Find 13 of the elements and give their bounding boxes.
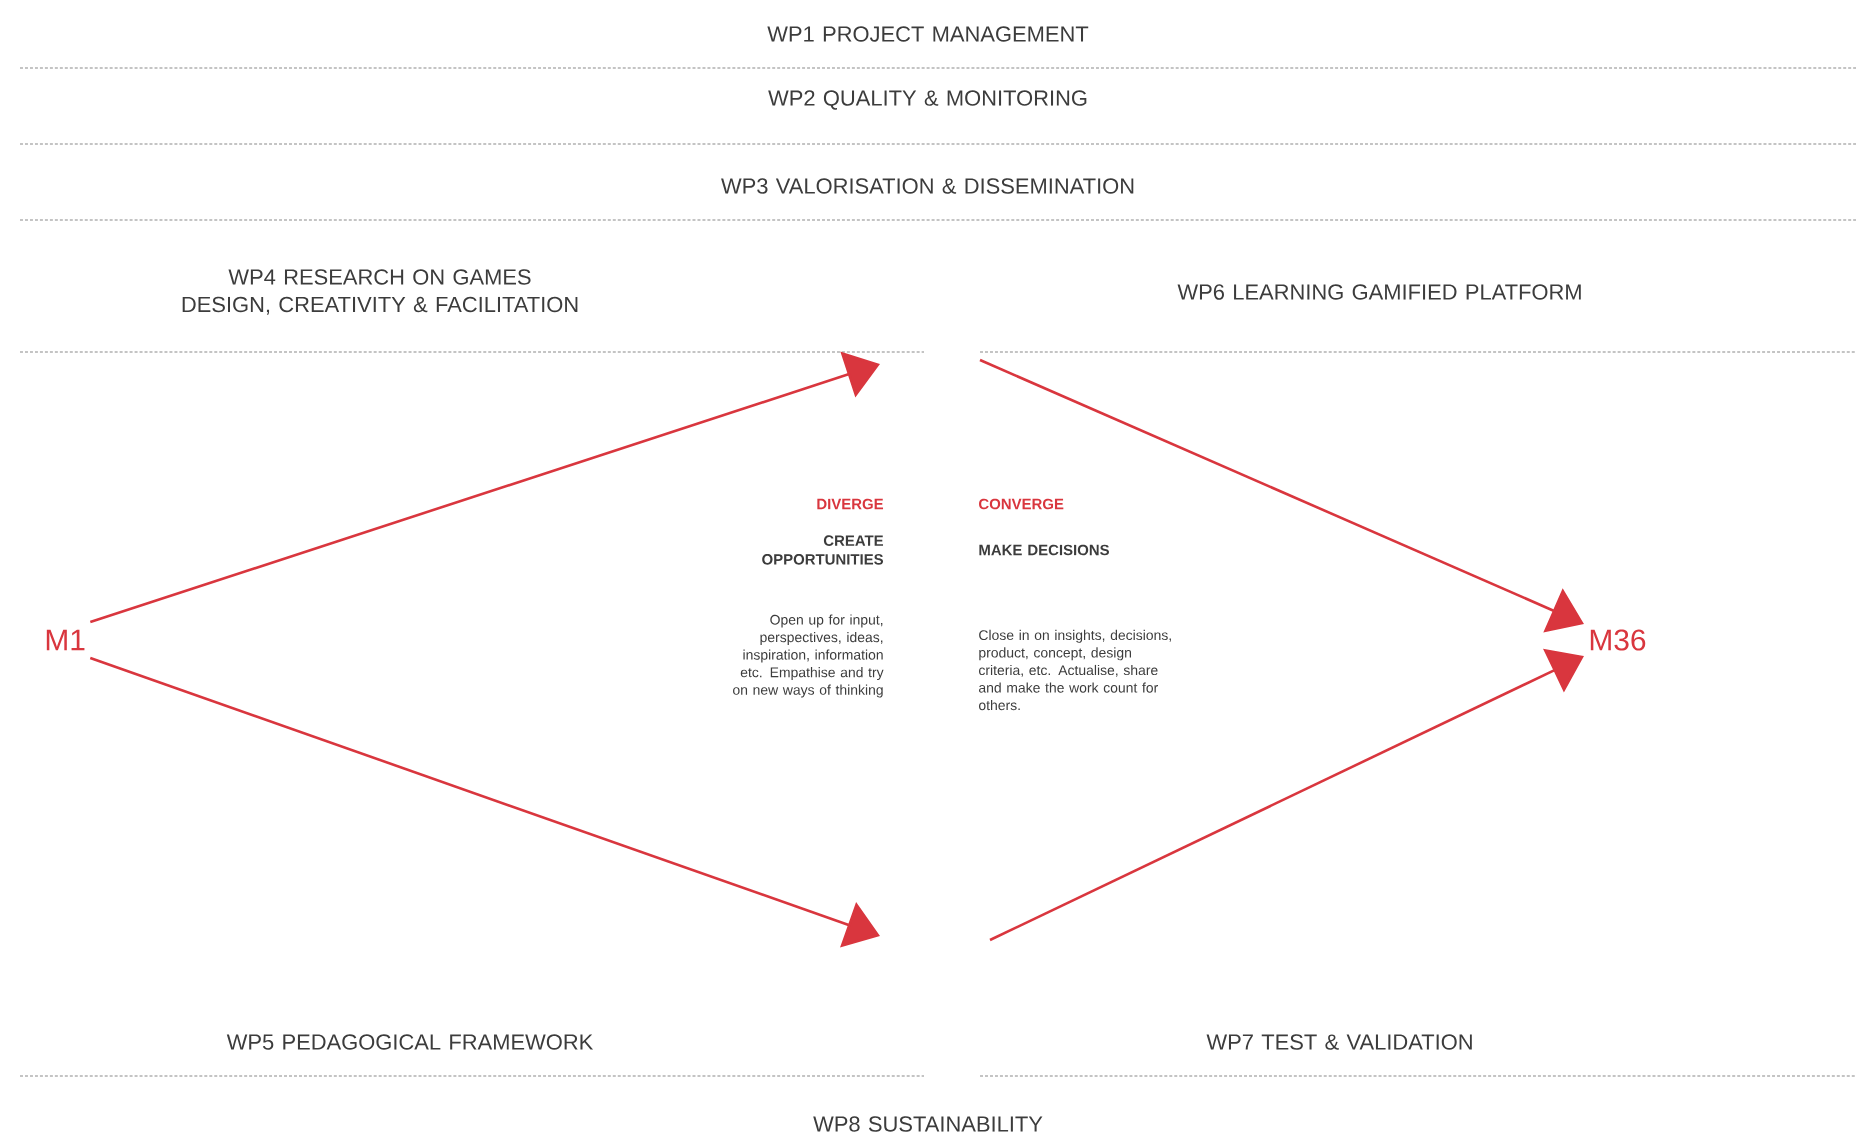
section-heading: WP7 TEST & VALIDATION (1206, 1034, 1472, 1050)
section-heading: WP3 VALORISATION & DISSEMINATION (721, 178, 1134, 194)
arrow (989, 648, 1584, 942)
section-heading: WP2 QUALITY & MONITORING (768, 90, 1087, 110)
milestone-label: M1 (46, 629, 85, 651)
section-heading: WP6 LEARNING GAMIFIED PLATFORM (1177, 284, 1581, 300)
arrow (89, 351, 880, 624)
arrow (979, 358, 1584, 633)
section-heading: WP8 SUSTAINABILITY (813, 1116, 1043, 1132)
section-heading: WP4 RESEARCH ON GAMES DESIGN, CREATIVITY & FACILITATION (182, 269, 578, 315)
section-heading: WP5 PEDAGOGICAL FRAMEWORK (226, 1034, 594, 1050)
milestone-label: M36 (1590, 629, 1646, 651)
section-heading: WP1 PROJECT MANAGEMENT (767, 26, 1089, 42)
